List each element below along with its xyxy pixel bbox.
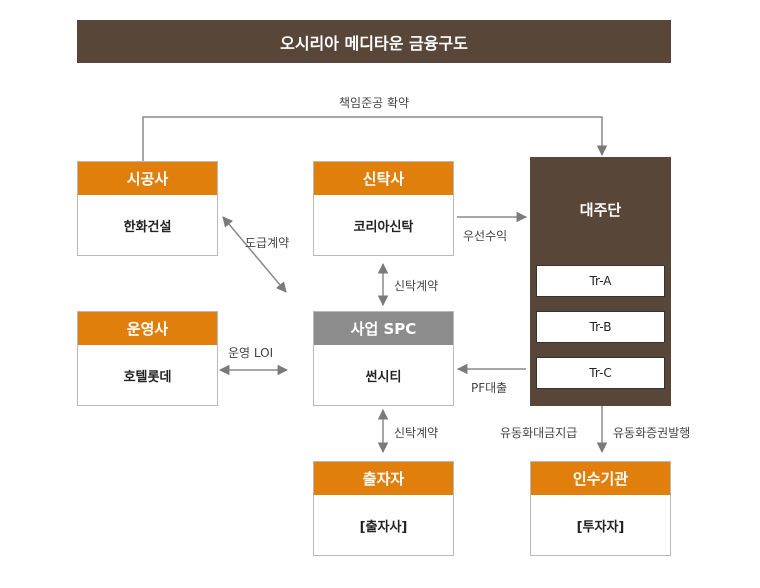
securities-issue-label: 유동화증권발행 bbox=[613, 426, 691, 440]
underwriter-name: [투자자] bbox=[576, 519, 625, 535]
contractor-role: 시공사 bbox=[78, 162, 217, 195]
investor-box: 출자자 [출자사] bbox=[313, 461, 454, 556]
lender-group: 대주단 Tr-A Tr-B Tr-C bbox=[530, 157, 671, 406]
operator-box: 운영사 호텔롯데 bbox=[77, 311, 218, 406]
investor-name: [출자사] bbox=[359, 519, 408, 535]
subcontract-label: 도급계약 bbox=[245, 236, 290, 250]
spc-box: 사업 SPC 썬시티 bbox=[313, 311, 454, 406]
trustee-box: 신탁사 코리아신탁 bbox=[313, 161, 454, 256]
operation-loi-label: 운영 LOI bbox=[228, 346, 274, 360]
trust-contract-top-label: 신탁계약 bbox=[394, 279, 439, 293]
tranche-b: Tr-B bbox=[536, 311, 665, 343]
operator-role: 운영사 bbox=[78, 312, 217, 345]
diagram-title: 오시리아 메디타운 금융구도 bbox=[77, 20, 671, 63]
subcontract-line bbox=[222, 216, 287, 293]
trust-contract-bottom-label: 신탁계약 bbox=[394, 426, 439, 440]
spc-name: 썬시티 bbox=[365, 369, 402, 385]
completion-guarantee-line bbox=[142, 116, 608, 161]
spc-role: 사업 SPC bbox=[314, 312, 453, 345]
investor-role: 출자자 bbox=[314, 462, 453, 495]
contractor-box: 시공사 한화건설 bbox=[77, 161, 218, 256]
liquidity-loan-label: 유동화대금지급 bbox=[500, 426, 578, 440]
completion-guarantee-label: 책임준공 확약 bbox=[339, 96, 410, 110]
contractor-name: 한화건설 bbox=[123, 219, 172, 235]
underwriter-role: 인수기관 bbox=[531, 462, 670, 495]
priority-return-label: 우선수익 bbox=[463, 229, 508, 243]
trustee-role: 신탁사 bbox=[314, 162, 453, 195]
trustee-name: 코리아신탁 bbox=[353, 219, 414, 235]
lender-title: 대주단 bbox=[579, 201, 622, 219]
tranche-a: Tr-A bbox=[536, 265, 665, 297]
pf-loan-label: PF대출 bbox=[471, 381, 508, 395]
operator-name: 호텔롯데 bbox=[123, 369, 172, 385]
underwriter-box: 인수기관 [투자자] bbox=[530, 461, 671, 556]
tranche-c: Tr-C bbox=[536, 357, 665, 389]
